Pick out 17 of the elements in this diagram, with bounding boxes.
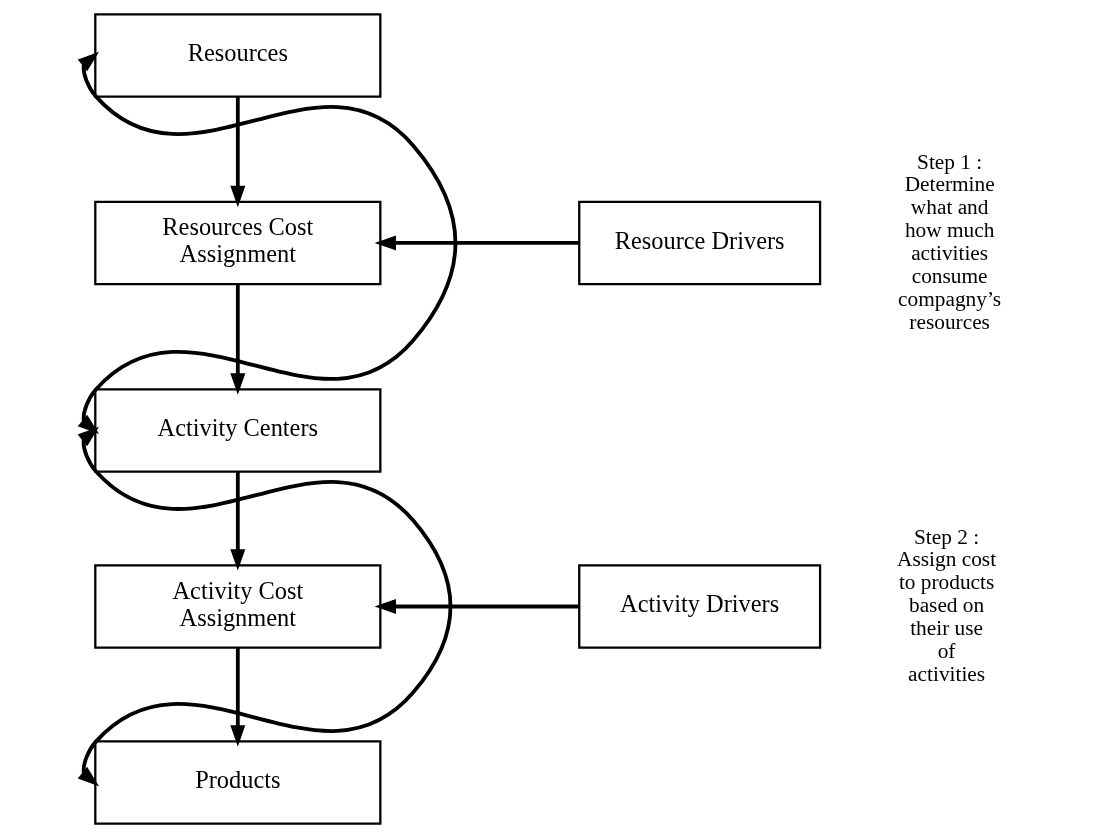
arrow	[374, 599, 579, 614]
node-box: Activity Cost Assignment	[94, 564, 382, 649]
node-box: Activity Centers	[94, 388, 382, 473]
node-box: Resources	[94, 13, 382, 98]
node-box: Products	[94, 740, 382, 825]
arrow	[230, 97, 246, 208]
arrow	[374, 235, 579, 251]
label: Step 2 : Assign cost to products based on their use of activities	[897, 524, 997, 686]
arrow	[77, 426, 453, 787]
arrow	[230, 471, 246, 571]
node-box: Resources Cost Assignment	[94, 200, 382, 286]
arrow	[230, 284, 246, 395]
arrow	[77, 51, 457, 435]
label: Step 1 : Determine what and how much activities consume compagny’s resources	[898, 149, 1002, 334]
node-box: Resource Drivers	[578, 200, 822, 286]
arrow	[230, 647, 246, 747]
node-box: Activity Drivers	[578, 564, 822, 649]
